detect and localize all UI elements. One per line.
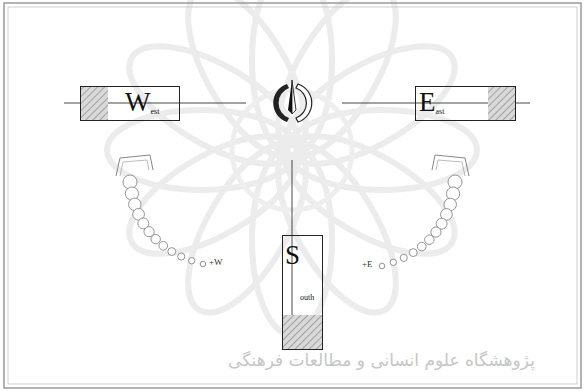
- bead: [159, 241, 168, 250]
- bead: [178, 253, 185, 260]
- north-arrow: [273, 80, 312, 122]
- hatched-end: [283, 315, 322, 349]
- word-ending: outh: [300, 294, 314, 302]
- hatched-end: [488, 87, 515, 120]
- bead-arc-right: [379, 155, 469, 269]
- watermark: پژوهشگاه علوم انسانی و مطالعات فرهنگی: [228, 350, 535, 370]
- ornament-petal: [252, 145, 332, 335]
- initial-letter: W: [125, 89, 150, 116]
- bead-label: +W: [209, 257, 223, 267]
- bead: [151, 234, 160, 243]
- hatched-end: [81, 87, 108, 120]
- ornament-petal: [165, 126, 329, 331]
- direction-box: South: [282, 235, 323, 350]
- frame: [4, 3, 581, 388]
- bead: [379, 263, 385, 269]
- bead: [425, 235, 434, 244]
- ornament-petal: [112, 23, 317, 187]
- bead: [188, 257, 194, 263]
- word-ending: est: [150, 108, 159, 116]
- bead: [200, 261, 206, 267]
- bead: [390, 259, 396, 265]
- bead: [409, 249, 417, 257]
- word-ending: ast: [436, 108, 445, 116]
- bead: [168, 248, 176, 256]
- axis-line: [292, 160, 293, 318]
- watermark-ornament: [107, 0, 477, 335]
- ornament-petal: [112, 113, 317, 277]
- direction-box: East: [415, 86, 516, 121]
- bead: [400, 254, 407, 261]
- ornament-petal: [165, 0, 329, 174]
- bead-label: +E: [362, 259, 373, 269]
- direction-box: West: [80, 86, 180, 121]
- initial-letter: E: [419, 89, 436, 116]
- frame-inner: [8, 7, 577, 384]
- initial-letter: S: [285, 242, 300, 269]
- bead-arc-left: [116, 155, 206, 267]
- bead: [417, 242, 426, 251]
